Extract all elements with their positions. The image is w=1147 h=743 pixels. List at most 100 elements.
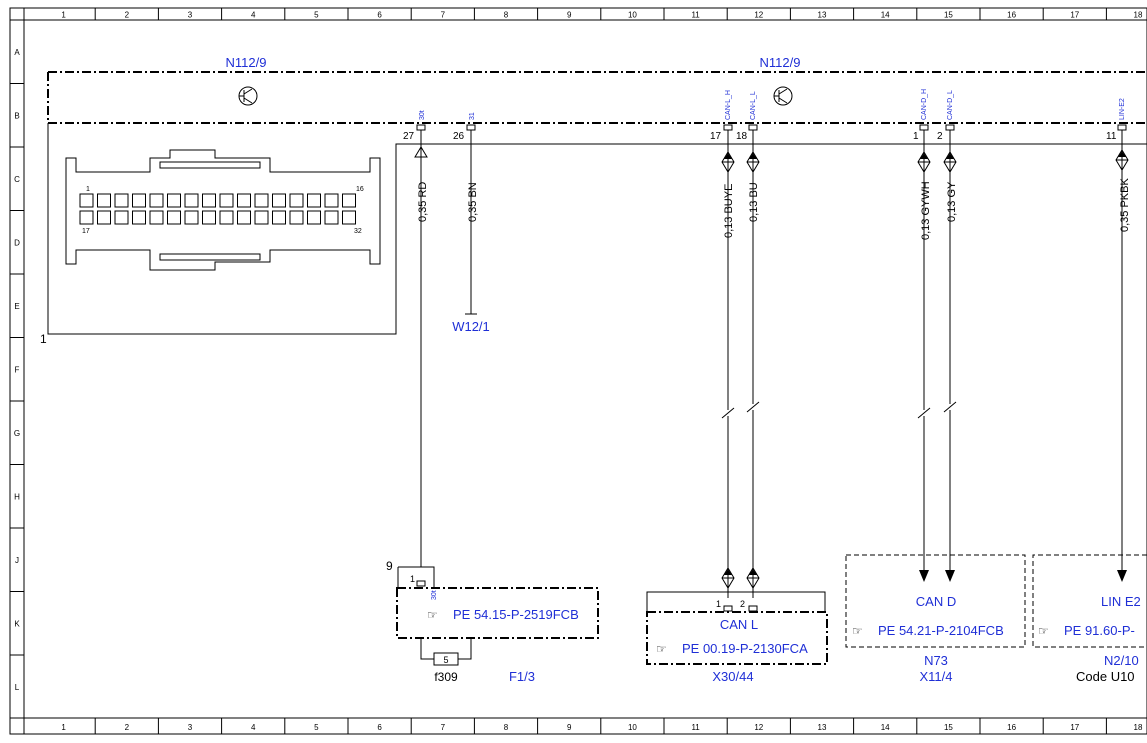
svg-text:18: 18: [736, 131, 748, 142]
connector-pin-cell: [237, 193, 251, 208]
module-boundary: [47, 71, 1147, 124]
grid-column-label: 16: [1007, 11, 1016, 20]
connector-index: 1: [40, 332, 47, 346]
svg-text:PE 54.15-P-2519FCB[interactable]: PE 54.15-P-2519FCB: [453, 607, 579, 622]
grid-row-label: B: [14, 111, 19, 120]
pin-17[interactable]: 17 CAN-L_H: [710, 90, 733, 142]
fuse-module-box: [396, 587, 599, 639]
connector-pin-cell: [289, 210, 304, 225]
svg-text:31[interactable]: 31: [469, 112, 476, 120]
grid-column-label: 13: [818, 11, 827, 20]
connector-pin-cell: [202, 210, 216, 225]
connector-pin-cell: [272, 193, 286, 208]
grid-column-label: 11: [691, 723, 700, 732]
inline-connector-icon: [943, 151, 957, 173]
pointing-hand-icon: ☞: [1038, 624, 1049, 638]
wire-label: 0,13 GYWH: [920, 181, 932, 240]
grid-row-label: D: [14, 238, 20, 247]
svg-text:2: 2: [937, 131, 943, 142]
inline-connector-icon: [917, 151, 931, 173]
grid-column-label: 2: [125, 11, 130, 20]
connector-pin-cell: [342, 210, 356, 225]
inline-connector-icon: [746, 151, 760, 173]
svg-text:PE 00.19-P-2130FCA[interactable]: PE 00.19-P-2130FCA: [682, 641, 808, 656]
connector-pin-cell: [324, 210, 339, 225]
svg-text:30t[interactable]: 30t: [431, 590, 438, 600]
grid-row-label: J: [15, 556, 19, 565]
grid-row-label: E: [14, 302, 19, 311]
connector-pin-cell: [184, 193, 199, 208]
grid-row-label: C: [14, 175, 20, 184]
connector-pin-cell: [114, 193, 129, 208]
can-l-ref-link[interactable]: ☞ PE 00.19-P-2130FCA: [656, 641, 808, 656]
grid-column-label: 3: [188, 11, 193, 20]
grid-column-label: 5: [314, 723, 319, 732]
grid-column-label: 4: [251, 723, 256, 732]
connector-pin-cell: [307, 210, 321, 225]
wire-label: 0,35 PKBK: [1119, 178, 1131, 232]
fuse-node-label: 9: [386, 559, 393, 573]
svg-text:PE 54.21-P-2104FCB[interactable]: PE 54.21-P-2104FCB: [878, 623, 1004, 638]
can-l-name[interactable]: X30/44: [712, 669, 753, 684]
connector-pin-cell: [272, 210, 286, 225]
svg-text:CAN-L_L[interactable]: CAN-L_L: [750, 91, 757, 120]
lin-ref-link[interactable]: ☞ PE 91.60-P-: [1038, 623, 1135, 638]
lin-name[interactable]: N2/10: [1104, 653, 1139, 668]
ground-label[interactable]: W12/1: [452, 319, 490, 334]
svg-text:1: 1: [716, 599, 721, 609]
grid-column-label: 3: [188, 723, 193, 732]
lin-code: Code U10: [1076, 669, 1135, 684]
can-l-module-box: [646, 611, 828, 665]
grid-column-label: 12: [754, 723, 763, 732]
pin-18[interactable]: 18 CAN-L_L: [736, 91, 758, 142]
pin-2[interactable]: 2 CAN-D_L: [937, 90, 955, 142]
grid-column-label: 10: [628, 11, 637, 20]
svg-text:2: 2: [740, 599, 745, 609]
fuse-ref-link[interactable]: ☞ PE 54.15-P-2519FCB: [427, 607, 579, 622]
connector-pin-cell: [254, 210, 269, 225]
pin-27[interactable]: 27 30t: [403, 110, 426, 142]
module-label-left[interactable]: N112/9: [226, 55, 267, 70]
svg-text:CAN-L_H[interactable]: CAN-L_H: [725, 90, 732, 120]
connector-pin-label: 16: [356, 186, 364, 193]
can-l-title[interactable]: CAN L: [720, 617, 758, 632]
pin-26[interactable]: 26 31: [453, 112, 476, 142]
can-d-title[interactable]: CAN D: [916, 594, 956, 609]
pin-11[interactable]: 11 LIN-E2: [1106, 98, 1127, 142]
grid-column-label: 6: [377, 11, 382, 20]
pin-1[interactable]: 1 CAN-D_H: [913, 89, 929, 142]
svg-text:PE 91.60-P-[interactable]: PE 91.60-P-: [1064, 623, 1135, 638]
drawing-frame: [9, 7, 1147, 735]
can-d-module-box: [845, 554, 1026, 648]
grid-column-label: 15: [944, 723, 953, 732]
fuse-name[interactable]: F1/3: [509, 669, 535, 684]
can-d-ref-link[interactable]: ☞ PE 54.21-P-2104FCB: [852, 623, 1004, 638]
pointing-hand-icon: ☞: [427, 608, 438, 622]
svg-text:CAN-D_L[interactable]: CAN-D_L: [947, 90, 954, 120]
fuse-label: f309: [434, 670, 458, 684]
inline-connector-icon: [1115, 149, 1129, 171]
connector-pin-cell: [219, 193, 234, 208]
inline-connector-icon: [746, 567, 760, 589]
grid-column-label: 18: [1134, 11, 1143, 20]
lin-title[interactable]: LIN E2: [1101, 594, 1141, 609]
wire-label: 0,35 BN: [467, 182, 479, 222]
grid-column-label: 1: [61, 11, 66, 20]
can-d-connector[interactable]: X11/4: [919, 669, 952, 684]
can-d-name[interactable]: N73: [924, 653, 948, 668]
svg-text:LIN-E2[interactable]: LIN-E2: [1119, 98, 1126, 120]
svg-text:CAN-D_H[interactable]: CAN-D_H: [921, 89, 928, 120]
grid-row-label: G: [14, 429, 20, 438]
connector-housing-outline: [47, 123, 1147, 335]
grid-row-label: L: [15, 683, 20, 692]
transistor-icon: [238, 86, 258, 106]
connector-pin-label: 32: [354, 228, 362, 235]
svg-text:30t[interactable]: 30t: [419, 110, 426, 120]
svg-text:1: 1: [913, 131, 919, 142]
module-label-center[interactable]: N112/9: [760, 55, 801, 70]
connector-icon: 1 16 17 32: [65, 149, 381, 271]
connector-pin-cell: [149, 210, 164, 225]
grid-column-label: 16: [1007, 723, 1016, 732]
grid-column-label: 1: [61, 723, 66, 732]
